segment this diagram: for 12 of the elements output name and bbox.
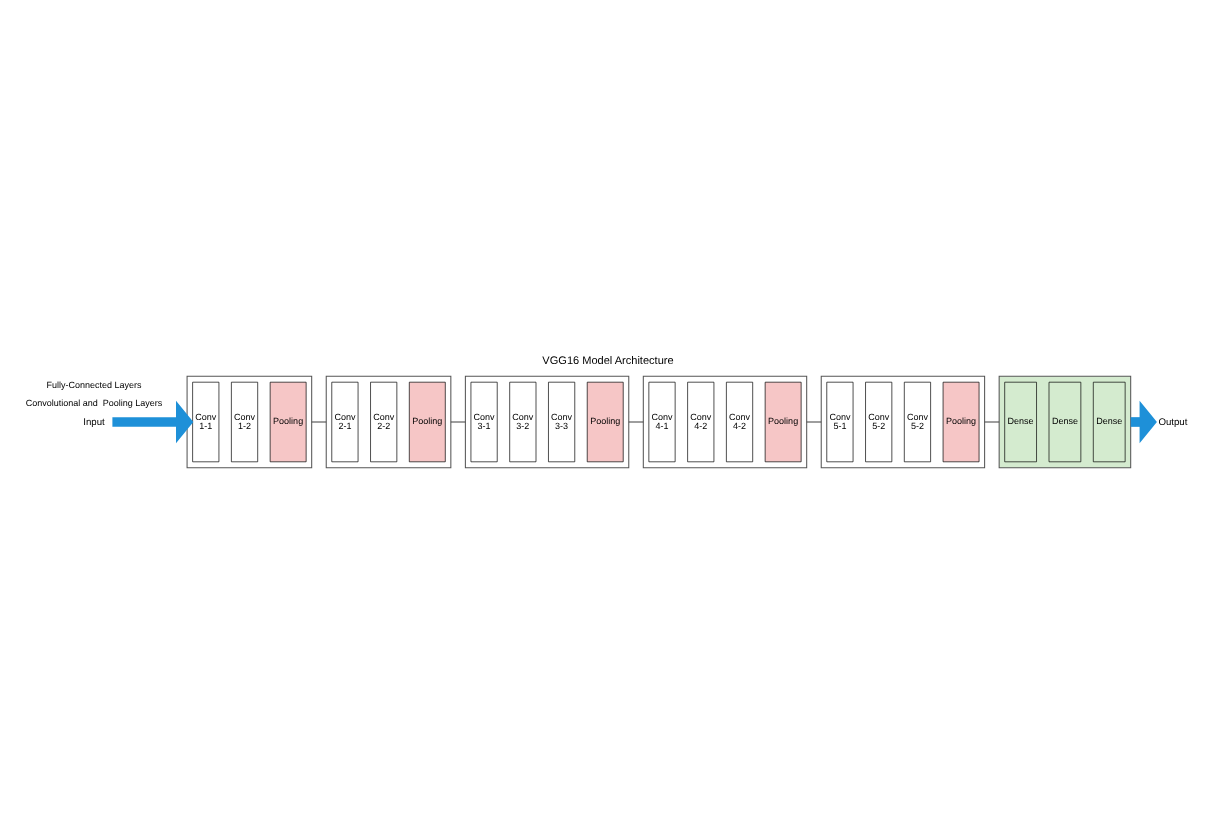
connector: [450, 420, 466, 422]
connector: [628, 420, 644, 422]
cluster: [464, 374, 630, 468]
cluster: [820, 374, 986, 468]
cluster: [642, 374, 808, 468]
cluster: [998, 374, 1132, 468]
connector: [311, 420, 327, 422]
cluster: [325, 374, 452, 468]
cluster: [186, 374, 313, 468]
arrow: [112, 399, 194, 443]
connector: [806, 420, 822, 422]
connector: [984, 420, 1000, 422]
